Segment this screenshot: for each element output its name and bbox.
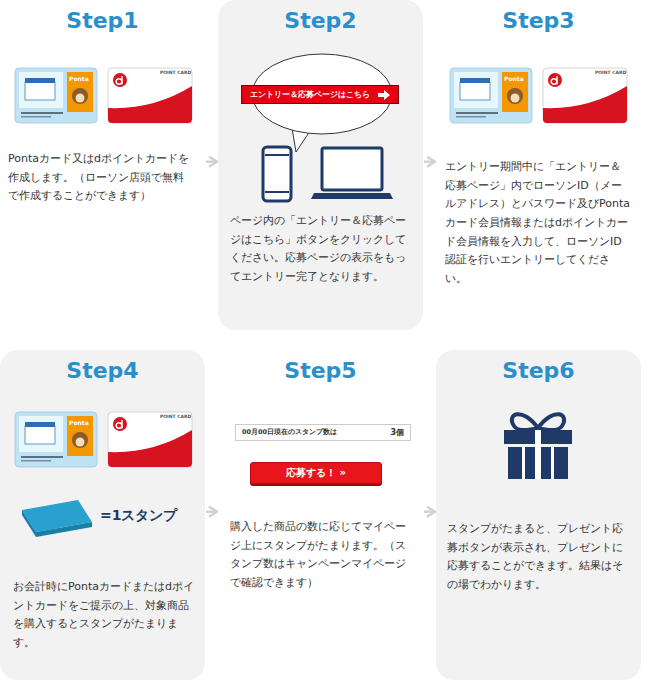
button-label: エントリー＆応募ページはこちら — [250, 89, 370, 100]
apply-button: 応募する！ » — [250, 462, 382, 484]
step-body: エントリー期間中に「エントリー＆応募ページ」内でローソンID（メールアドレス）と… — [445, 158, 631, 289]
stamp-count-text: 00月00日現在のスタンプ数は — [242, 428, 337, 437]
step-panel: 00月00日現在のスタンプ数は 3個応募する！ » Step5 購入した商品の数に応じ… — [218, 350, 423, 680]
bubble-join — [293, 127, 308, 130]
arrow-icon — [378, 90, 390, 100]
step-arrow — [206, 510, 217, 513]
step-body: 購入した商品の数に応じてマイページ上にスタンプがたまります。（スタンプ数はキャン… — [230, 518, 412, 593]
step-heading: Step3 — [436, 8, 641, 33]
stamp-count-bar: 00月00日現在のスタンプ数は 3個 — [235, 424, 411, 441]
card-brand: POINT CARD — [595, 70, 626, 75]
product-book — [36, 522, 92, 537]
step-body: お会計時にPontaカードまたはdポイントカードをご提示の上、対象商品を購入する… — [13, 578, 197, 653]
step-arrow — [206, 160, 217, 163]
ponta-card — [15, 68, 97, 123]
stamp-equation: =1スタンプ — [100, 507, 177, 525]
step-body: Pontaカード又はdポイントカードを作成します。（ローソン店頭で無料で作成する… — [8, 150, 194, 206]
d-point-card — [108, 412, 192, 467]
entry-button: エントリー＆応募ページはこちら — [241, 85, 399, 104]
step-heading: Step4 — [0, 358, 205, 383]
step-heading: Step2 — [218, 8, 423, 33]
ponta-card — [15, 412, 97, 467]
step-body: ページ内の「エントリー＆応募ページはこちら」ボタンをクリックしてください。応募ペ… — [230, 212, 412, 287]
laptop-base — [311, 193, 393, 199]
step-heading: Step1 — [0, 8, 205, 33]
speech-bubble — [252, 54, 392, 134]
step-arrow — [424, 510, 435, 513]
ponta-card — [450, 68, 532, 123]
smartphone-line — [265, 154, 289, 156]
smartphone-line — [265, 191, 289, 193]
step-heading: Step5 — [218, 358, 423, 383]
step-body: スタンプがたまると、プレゼント応募ボタンが表示され、プレゼントに応募することがで… — [447, 520, 631, 595]
d-point-card — [543, 68, 627, 123]
card-brand: Ponta — [69, 419, 89, 426]
step-panel: Step1Pontaカード又はdポイントカードを作成します。（ローソン店頭で無料… — [0, 0, 205, 330]
gift-icon — [504, 414, 572, 479]
card-brand: Ponta — [69, 75, 89, 82]
step-panel: Step6 スタンプがたまると、プレゼント応募ボタンが表示され、プレゼントに応募す… — [436, 350, 641, 680]
button-label: 応募する！ » — [286, 466, 346, 480]
laptop-screen — [322, 148, 382, 190]
card-brand: POINT CARD — [160, 70, 191, 75]
card-brand: Ponta — [504, 75, 524, 82]
d-point-card — [108, 68, 192, 123]
step-arrow — [424, 160, 435, 163]
step-panel: Step3 エントリー期間中に「エントリー＆応募ページ」内でローソンID（メールア… — [436, 0, 641, 330]
smartphone-icon — [263, 147, 291, 201]
product-book — [22, 510, 36, 537]
card-brand: POINT CARD — [160, 414, 191, 419]
stamp-count-value: 3個 — [390, 427, 404, 438]
step-heading: Step6 — [436, 358, 641, 383]
